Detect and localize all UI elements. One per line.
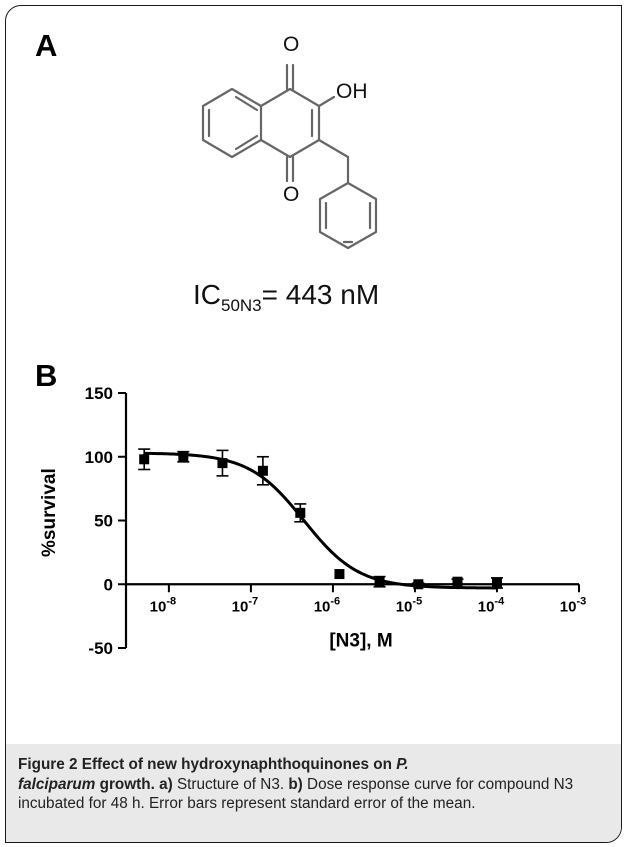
data-point — [452, 576, 463, 587]
benzo-double-bond — [234, 95, 259, 112]
caption-background — [6, 744, 621, 842]
benzo-double-bond — [234, 134, 259, 151]
figure-frame: A O O OH — [5, 5, 622, 843]
caption-title: Figure 2 Effect of new hydroxynaphthoqui… — [18, 756, 397, 773]
x-tick-label: 10-5 — [396, 595, 422, 615]
caption-b-text: Dose response curve for compound N3 incu… — [18, 775, 574, 813]
data-point — [257, 465, 268, 476]
phenyl-ring — [318, 181, 378, 250]
caption-b-label: b) — [288, 775, 303, 793]
carbonyl-o-bottom: O — [283, 183, 300, 206]
x-tick-label: 10-7 — [232, 595, 258, 615]
caption-species-name: falciparum — [18, 775, 96, 793]
fit-curve — [144, 451, 497, 590]
y-tick-label: 50 — [94, 512, 113, 531]
y-tick-label: 0 — [104, 575, 113, 594]
hydroxyl-bond — [317, 95, 336, 108]
figure-caption: Figure 2 Effect of new hydroxynaphthoqui… — [18, 755, 613, 814]
data-point — [374, 576, 385, 587]
data-point — [413, 579, 424, 590]
x-tick-label: 10-6 — [314, 595, 340, 615]
x-tick-label: 10-4 — [478, 595, 505, 615]
hydroxyl-label: OH — [336, 80, 368, 103]
panel-a-label: A — [35, 28, 58, 63]
data-point — [491, 577, 502, 588]
y-axis-label: %survival — [39, 468, 60, 557]
data-point — [139, 454, 150, 465]
y-tick-label: -50 — [88, 639, 113, 658]
benzyl-bond — [317, 138, 350, 159]
data-point — [295, 507, 306, 518]
caption-growth: growth. — [95, 775, 155, 793]
y-tick-label: 150 — [85, 384, 113, 403]
ic50-prefix: IC — [193, 279, 221, 310]
data-point — [334, 569, 345, 580]
x-axis-label: [N3], M — [329, 630, 392, 651]
x-tick-label: 10-3 — [560, 595, 586, 615]
caption-a-label: a) — [159, 775, 173, 793]
data-point — [178, 451, 189, 462]
x-tick-label: 10-8 — [150, 595, 176, 615]
ic50-value: = 443 nM — [261, 279, 380, 310]
quinone-ring — [259, 87, 321, 159]
chemical-structure — [201, 63, 378, 250]
panel-b-label: B — [35, 358, 58, 393]
dose-response-chart: -50 0 50 100 150 10-8 10-7 10-6 10-5 10-4 10-3 [N3]… — [39, 384, 586, 658]
ic50-subscript: 50N3 — [221, 296, 262, 315]
benzo-ring — [201, 87, 263, 159]
data-point — [217, 458, 228, 469]
ic50-label: IC50N3= 443 nM — [193, 279, 379, 316]
caption-species-genus: P. — [396, 756, 409, 773]
y-tick-label: 100 — [85, 448, 113, 467]
carbonyl-o-top: O — [283, 33, 300, 56]
caption-a-text: Structure of N3. — [172, 775, 289, 793]
